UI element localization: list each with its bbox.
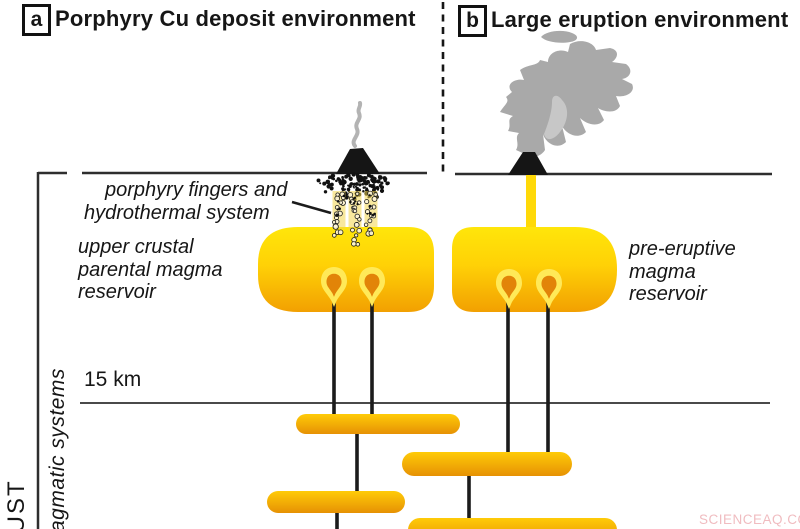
pre-eruptive-label-line3: reservoir bbox=[629, 283, 707, 305]
panel-b-title: Large eruption environment bbox=[491, 7, 789, 32]
sill-lens bbox=[296, 414, 460, 434]
upper-crustal-label-line2: parental magma bbox=[78, 258, 223, 281]
eruption-plume bbox=[500, 30, 633, 157]
panel-b-tag-letter: b bbox=[466, 9, 479, 32]
porphyry-fingers-label-line1: porphyry fingers and bbox=[105, 179, 288, 201]
magma-conduit bbox=[526, 166, 536, 230]
pre-eruptive-label-line2: magma bbox=[629, 260, 696, 283]
panel-a-tag: a bbox=[22, 4, 51, 36]
dike-lines bbox=[332, 300, 550, 529]
reservoir-left bbox=[258, 227, 434, 312]
magma-droplets bbox=[321, 267, 562, 309]
upper-crustal-label-line3: reservoir bbox=[78, 281, 156, 303]
magma-droplet bbox=[359, 267, 385, 307]
porphyry-fingers-label-line2: hydrothermal system bbox=[84, 201, 270, 224]
label-pointer-line bbox=[291, 200, 332, 215]
bubble-columns bbox=[332, 190, 378, 247]
eruption-volcano-icon bbox=[508, 152, 548, 175]
sill-lens bbox=[408, 518, 617, 529]
small-volcano-icon bbox=[336, 148, 380, 174]
magma-droplet bbox=[536, 269, 562, 309]
pre-eruptive-reservoir-label: pre-eruptive magma reservoir bbox=[629, 238, 736, 306]
magmatic-systems-axis-label: agmatic systems bbox=[46, 368, 69, 529]
pre-eruptive-label-line1: pre-eruptive bbox=[629, 238, 736, 260]
watermark-text: SCIENCEAQ.COM bbox=[699, 512, 800, 527]
sill-lens bbox=[267, 491, 405, 513]
smoke-wisp bbox=[351, 101, 363, 148]
magma-droplet bbox=[496, 269, 522, 309]
upper-crustal-reservoir-label: upper crustal parental magma reservoir bbox=[78, 236, 223, 304]
panel-a-tag-letter: a bbox=[30, 8, 43, 31]
panel-b-tag: b bbox=[458, 5, 487, 37]
magma-droplet bbox=[321, 267, 347, 307]
reservoir-right bbox=[452, 227, 617, 312]
sill-lens bbox=[402, 452, 572, 476]
crust-axis-label: CRUST bbox=[3, 479, 30, 529]
panel-a-title: Porphyry Cu deposit environment bbox=[55, 6, 416, 31]
depth-marker-label: 15 km bbox=[84, 368, 142, 391]
upper-crustal-label-line1: upper crustal bbox=[78, 236, 194, 258]
porphyry-fingers-label: porphyry fingers and hydrothermal system bbox=[84, 179, 287, 224]
